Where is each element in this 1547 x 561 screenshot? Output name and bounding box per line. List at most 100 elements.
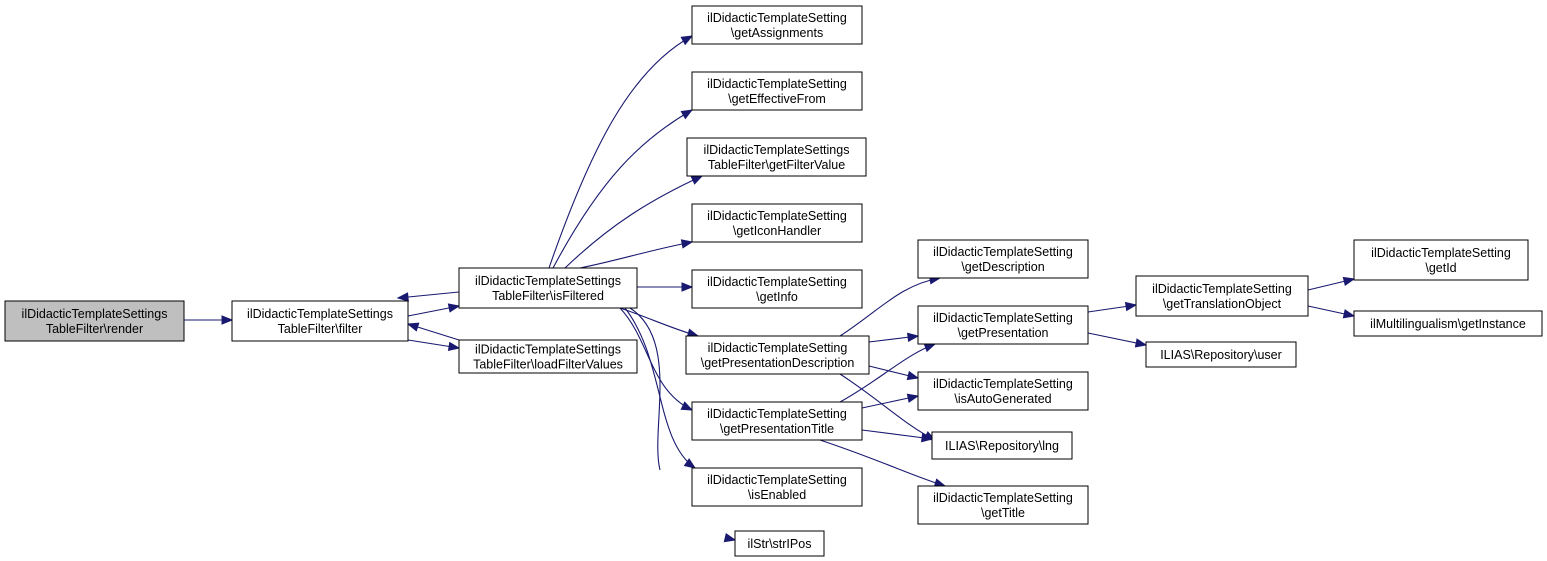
- node-getFilterValue[interactable]: ilDidacticTemplateSettingsTableFilter\ge…: [686, 137, 867, 177]
- node-label-line-1: ilDidacticTemplateSetting: [707, 275, 847, 289]
- arrowhead-icon: [690, 175, 704, 185]
- node-getInstance[interactable]: ilMultilingualism\getInstance: [1353, 310, 1543, 337]
- arrowhead-icon: [406, 322, 420, 332]
- node-label-line-1: ilDidacticTemplateSetting: [707, 473, 847, 487]
- edge-getPresentationTitle-to-isAutoGenerated: [861, 393, 920, 409]
- node-label-line-2: \getIconHandler: [733, 224, 821, 238]
- node-isFiltered[interactable]: ilDidacticTemplateSettingsTableFilter\is…: [458, 267, 638, 309]
- node-label-line-2: \getPresentationDescription: [701, 356, 855, 370]
- arrowhead-icon: [680, 401, 694, 411]
- node-getTitle[interactable]: ilDidacticTemplateSetting\getTitle: [917, 485, 1089, 525]
- node-box: [691, 467, 863, 507]
- node-render[interactable]: ilDidacticTemplateSettingsTableFilter\re…: [4, 300, 185, 342]
- node-filter[interactable]: ilDidacticTemplateSettingsTableFilter\fi…: [231, 300, 409, 342]
- node-box: [917, 239, 1089, 279]
- node-box: [691, 269, 863, 309]
- arrowhead-icon: [680, 109, 694, 120]
- edge-isFiltered-to-getFilterValue: [564, 175, 704, 269]
- arrowhead-icon: [396, 292, 409, 302]
- node-isEnabled[interactable]: ilDidacticTemplateSetting\isEnabled: [691, 467, 863, 507]
- node-box: [691, 401, 863, 441]
- node-label-line-1: ilDidacticTemplateSetting: [933, 377, 1073, 391]
- node-getInfo[interactable]: ilDidacticTemplateSetting\getInfo: [691, 269, 863, 309]
- node-getPresentation[interactable]: ilDidacticTemplateSetting\getPresentatio…: [917, 305, 1089, 345]
- arrowhead-icon: [683, 458, 697, 469]
- node-label-line-2: TableFilter\render: [46, 322, 143, 336]
- node-label-line-2: \getPresentationTitle: [720, 422, 834, 436]
- node-getPresentationDescription[interactable]: ilDidacticTemplateSetting\getPresentatio…: [685, 335, 870, 375]
- edge-getPresentationDescription-to-getPresentation: [868, 332, 920, 343]
- node-box: [917, 485, 1089, 525]
- edge-filter-to-isFiltered: [407, 303, 461, 317]
- edge-getTranslationObject-to-getInstance: [1307, 305, 1356, 319]
- node-lng[interactable]: ILIAS\Repository\lng: [931, 431, 1073, 460]
- node-getIconHandler[interactable]: ilDidacticTemplateSetting\getIconHandler: [691, 203, 863, 243]
- arrowhead-icon: [920, 432, 934, 443]
- arrowhead-icon: [906, 370, 920, 381]
- node-user[interactable]: ILIAS\Repository\user: [1145, 341, 1297, 368]
- node-box: [734, 530, 825, 557]
- edge-getPresentationDescription-to-isAutoGenerated: [868, 365, 920, 381]
- edge-isFiltered-to-getEffectiveFrom: [552, 109, 694, 269]
- edge-getPresentationTitle-to-lng: [861, 429, 934, 443]
- node-label-line-1: ilDidacticTemplateSettings: [475, 343, 621, 357]
- node-box: [1135, 275, 1309, 317]
- edge-line: [552, 109, 693, 269]
- node-getId[interactable]: ilDidacticTemplateSetting\getId: [1353, 239, 1529, 281]
- node-label-line-2: \isEnabled: [748, 488, 806, 502]
- node-getPresentationTitle[interactable]: ilDidacticTemplateSetting\getPresentatio…: [691, 401, 863, 441]
- edge-line: [839, 277, 941, 337]
- arrowhead-icon: [723, 532, 737, 543]
- node-box: [1353, 239, 1529, 281]
- arrowhead-icon: [680, 35, 694, 46]
- arrowhead-icon: [680, 239, 694, 249]
- node-label-line-1: ilDidacticTemplateSetting: [707, 407, 847, 421]
- node-label-line-1: ilDidacticTemplateSetting: [1371, 246, 1511, 260]
- node-label-line-1: ilDidacticTemplateSettings: [704, 143, 850, 157]
- nodes-layer: ilDidacticTemplateSettingsTableFilter\re…: [4, 5, 1543, 557]
- node-label-line-1: ilDidacticTemplateSettings: [22, 307, 168, 321]
- node-getTranslationObject[interactable]: ilDidacticTemplateSetting\getTranslation…: [1135, 275, 1309, 317]
- arrowhead-icon: [923, 343, 937, 353]
- node-label-line-2: \isAutoGenerated: [954, 392, 1051, 406]
- node-label-line-1: ilDidacticTemplateSetting: [707, 11, 847, 25]
- edge-getTranslationObject-to-getId: [1307, 276, 1356, 291]
- node-label-line-2: \getEffectiveFrom: [728, 92, 826, 106]
- node-label-line-1: ilDidacticTemplateSetting: [933, 311, 1073, 325]
- arrowhead-icon: [907, 332, 920, 342]
- edges-layer: [184, 35, 1356, 543]
- node-label-line-1: ilStr\strIPos: [748, 537, 812, 551]
- edge-isFiltered-to-strIPos: [629, 307, 737, 543]
- arrowhead-icon: [1342, 309, 1356, 319]
- edge-line: [548, 35, 693, 269]
- node-label-line-2: \getTranslationObject: [1163, 297, 1282, 311]
- node-label-line-1: ilDidacticTemplateSetting: [708, 341, 848, 355]
- node-getEffectiveFrom[interactable]: ilDidacticTemplateSetting\getEffectiveFr…: [691, 71, 863, 111]
- arrowhead-icon: [447, 341, 461, 352]
- edge-getPresentation-to-user: [1087, 332, 1148, 348]
- edge-getPresentationTitle-to-getPresentation: [839, 343, 937, 403]
- node-box: [931, 431, 1073, 460]
- node-box: [685, 335, 870, 375]
- arrowhead-icon: [1134, 338, 1148, 348]
- node-getDescription[interactable]: ilDidacticTemplateSetting\getDescription: [917, 239, 1089, 279]
- node-getAssignments[interactable]: ilDidacticTemplateSetting\getAssignments: [691, 5, 863, 45]
- arrowhead-icon: [221, 315, 234, 325]
- edge-line: [629, 307, 661, 471]
- node-box: [917, 305, 1089, 345]
- node-label-line-1: ilDidacticTemplateSetting: [707, 77, 847, 91]
- edge-isFiltered-to-filter: [396, 291, 460, 302]
- node-label-line-1: ilMultilingualism\getInstance: [1370, 317, 1526, 331]
- node-box: [1353, 310, 1543, 337]
- node-label-line-1: ilDidacticTemplateSetting: [707, 209, 847, 223]
- arrowhead-icon: [1342, 276, 1356, 287]
- edge-isFiltered-to-getAssignments: [548, 35, 694, 269]
- node-box: [1145, 341, 1297, 368]
- node-loadFilterValues[interactable]: ilDidacticTemplateSettingsTableFilter\lo…: [458, 339, 638, 374]
- node-box: [691, 203, 863, 243]
- edge-line: [819, 439, 946, 487]
- node-label-line-1: ilDidacticTemplateSettings: [247, 307, 393, 321]
- node-strIPos[interactable]: ilStr\strIPos: [734, 530, 825, 557]
- node-isAutoGenerated[interactable]: ilDidacticTemplateSetting\isAutoGenerate…: [917, 371, 1089, 411]
